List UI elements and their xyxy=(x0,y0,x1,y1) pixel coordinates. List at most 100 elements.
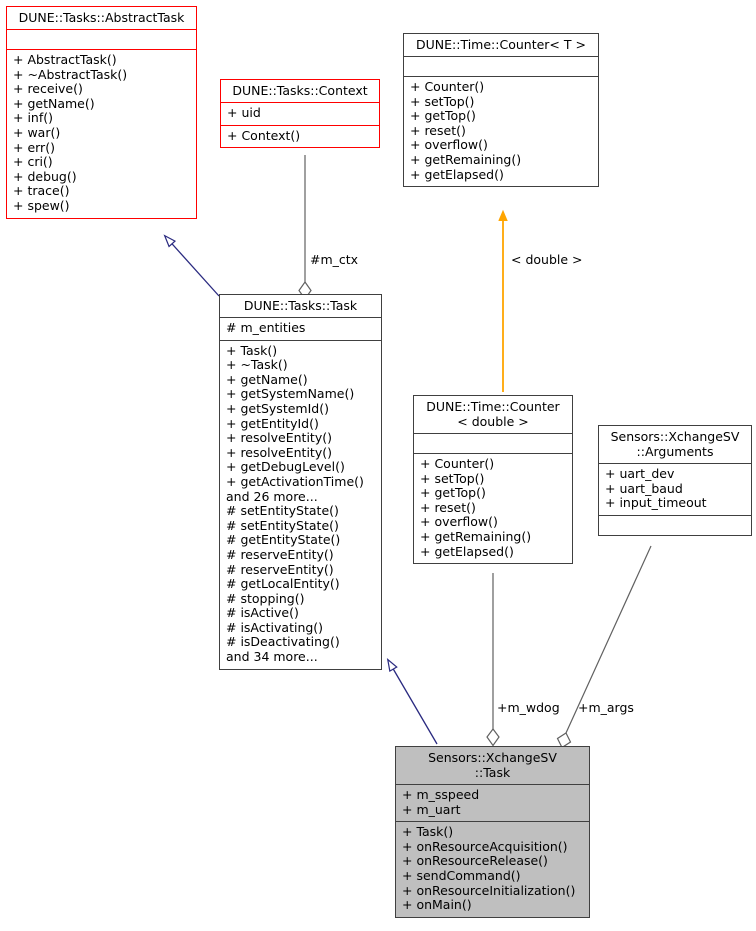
class-operations-compartment: + Counter() + setTop() + getTop() + rese… xyxy=(414,453,572,563)
class-title: DUNE::Tasks::Task xyxy=(243,298,358,313)
operation-item: + getSystemName() xyxy=(226,386,355,402)
operation-item: + resolveEntity() xyxy=(226,444,332,460)
operation-item: + trace() xyxy=(13,183,70,199)
operation-item: + getSystemId() xyxy=(226,400,329,416)
operation-item: # isDeactivating() xyxy=(226,634,340,650)
operation-item: + getRemaining() xyxy=(410,151,522,167)
operation-item: + onMain() xyxy=(402,897,472,913)
operation-item: + overflow() xyxy=(420,514,498,530)
class-attributes-compartment xyxy=(414,433,572,453)
operation-item: + spew() xyxy=(13,197,70,213)
operation-item: # setEntityState() xyxy=(226,503,339,519)
operation-item: + overflow() xyxy=(410,137,488,153)
class-operations-compartment: + Counter() + setTop() + getTop() + rese… xyxy=(404,76,598,186)
attribute-item: + uart_dev xyxy=(605,466,675,481)
operation-item: # getLocalEntity() xyxy=(226,576,340,592)
operation-item: and 34 more... xyxy=(226,649,318,665)
operation-item: + AbstractTask() xyxy=(13,52,117,67)
operation-item: + onResourceAcquisition() xyxy=(402,838,568,854)
class-operations-compartment xyxy=(599,514,751,535)
attribute-item: + uart_baud xyxy=(605,480,683,496)
operation-item: and 26 more... xyxy=(226,488,318,504)
operation-item: + onResourceInitialization() xyxy=(402,882,576,898)
class-name-compartment: DUNE::Tasks::AbstractTask xyxy=(7,7,196,29)
operation-item: + getElapsed() xyxy=(420,543,514,559)
class-box-abstract-task[interactable]: DUNE::Tasks::AbstractTask + AbstractTask… xyxy=(6,6,197,219)
operation-item: + getName() xyxy=(226,371,308,387)
operation-item: + Context() xyxy=(227,127,301,143)
attribute-item: # m_entities xyxy=(226,320,306,335)
class-title: Sensors::XchangeSV ::Arguments xyxy=(610,429,740,459)
operation-item: + onResourceRelease() xyxy=(402,853,548,869)
class-operations-compartment: + Task() + onResourceAcquisition() + onR… xyxy=(396,821,589,917)
edge-label-m-ctx: #m_ctx xyxy=(310,252,359,267)
operation-item: + ~AbstractTask() xyxy=(13,66,128,82)
edge-aggregation-m-args xyxy=(556,545,652,749)
edge-aggregation-m-wdog xyxy=(486,573,500,747)
operation-item: + reset() xyxy=(420,499,476,515)
class-operations-compartment: + Context() xyxy=(221,124,379,148)
attribute-item: + input_timeout xyxy=(605,495,707,511)
operation-item: + debug() xyxy=(13,168,77,184)
edge-inheritance-taskssv xyxy=(386,658,438,745)
operation-item: + setTop() xyxy=(410,93,475,109)
operation-item: + getName() xyxy=(13,95,95,111)
operation-item: # getEntityState() xyxy=(226,532,341,548)
attribute-item: + uid xyxy=(227,105,261,120)
class-attributes-compartment xyxy=(7,29,196,49)
operation-item: + getTop() xyxy=(420,485,486,501)
edge-label-double: < double > xyxy=(511,252,583,267)
class-title: DUNE::Tasks::Context xyxy=(232,83,368,98)
operation-item: # reserveEntity() xyxy=(226,561,334,577)
class-name-compartment: Sensors::XchangeSV ::Task xyxy=(396,747,589,784)
operation-item: + reset() xyxy=(410,122,466,138)
operation-item: + getTop() xyxy=(410,108,476,124)
operation-item: + Task() xyxy=(402,824,454,840)
class-name-compartment: DUNE::Tasks::Context xyxy=(221,80,379,102)
class-attributes-compartment: + m_sspeed + m_uart xyxy=(396,784,589,821)
class-box-xchangesv-task[interactable]: Sensors::XchangeSV ::Task + m_sspeed + m… xyxy=(395,746,590,918)
operation-item: + inf() xyxy=(13,110,53,126)
class-title: DUNE::Tasks::AbstractTask xyxy=(18,10,185,25)
class-box-arguments[interactable]: Sensors::XchangeSV ::Arguments + uart_de… xyxy=(598,425,752,536)
class-attributes-compartment: # m_entities xyxy=(220,317,381,340)
operation-item: + Task() xyxy=(226,342,278,358)
operation-item: + sendCommand() xyxy=(402,867,521,883)
edge-label-m-wdog: +m_wdog xyxy=(497,700,560,715)
class-box-counter-template[interactable]: DUNE::Time::Counter< T > + Counter() + s… xyxy=(403,33,599,188)
operation-item: + Counter() xyxy=(410,79,485,94)
edge-label-m-args: +m_args xyxy=(578,700,634,715)
class-title: DUNE::Time::Counter< T > xyxy=(416,37,586,52)
operation-item: + getEntityId() xyxy=(226,415,319,431)
operation-item: + getActivationTime() xyxy=(226,473,364,489)
operation-item: + resolveEntity() xyxy=(226,430,332,446)
class-name-compartment: DUNE::Time::Counter < double > xyxy=(414,396,572,433)
class-attributes-compartment xyxy=(404,56,598,76)
operation-item: # reserveEntity() xyxy=(226,546,334,562)
class-name-compartment: Sensors::XchangeSV ::Arguments xyxy=(599,426,751,463)
edge-aggregation-m-ctx xyxy=(298,155,312,301)
operation-item: # isActive() xyxy=(226,605,299,621)
class-title: DUNE::Time::Counter < double > xyxy=(426,399,560,429)
operation-item: + setTop() xyxy=(420,470,485,486)
class-attributes-compartment: + uart_dev + uart_baud + input_timeout xyxy=(599,463,751,515)
operation-item: # isActivating() xyxy=(226,619,324,635)
class-title: Sensors::XchangeSV ::Task xyxy=(428,750,557,780)
operation-item: # stopping() xyxy=(226,590,305,606)
class-box-tasks-task[interactable]: DUNE::Tasks::Task # m_entities + Task() … xyxy=(219,294,382,670)
operation-item: + getElapsed() xyxy=(410,166,504,182)
class-box-counter-double[interactable]: DUNE::Time::Counter < double > + Counter… xyxy=(413,395,573,565)
class-attributes-compartment: + uid xyxy=(221,102,379,125)
class-operations-compartment: + Task() + ~Task() + getName() + getSyst… xyxy=(220,339,381,669)
operation-item: + getRemaining() xyxy=(420,528,532,544)
operation-item: + cri() xyxy=(13,154,53,170)
class-operations-compartment: + AbstractTask() + ~AbstractTask() + rec… xyxy=(7,49,196,218)
operation-item: + war() xyxy=(13,124,61,140)
class-box-context[interactable]: DUNE::Tasks::Context + uid + Context() xyxy=(220,79,380,149)
class-name-compartment: DUNE::Time::Counter< T > xyxy=(404,34,598,56)
attribute-item: + m_uart xyxy=(402,801,461,817)
attribute-item: + m_sspeed xyxy=(402,787,480,802)
operation-item: + receive() xyxy=(13,81,83,97)
operation-item: # setEntityState() xyxy=(226,517,339,533)
